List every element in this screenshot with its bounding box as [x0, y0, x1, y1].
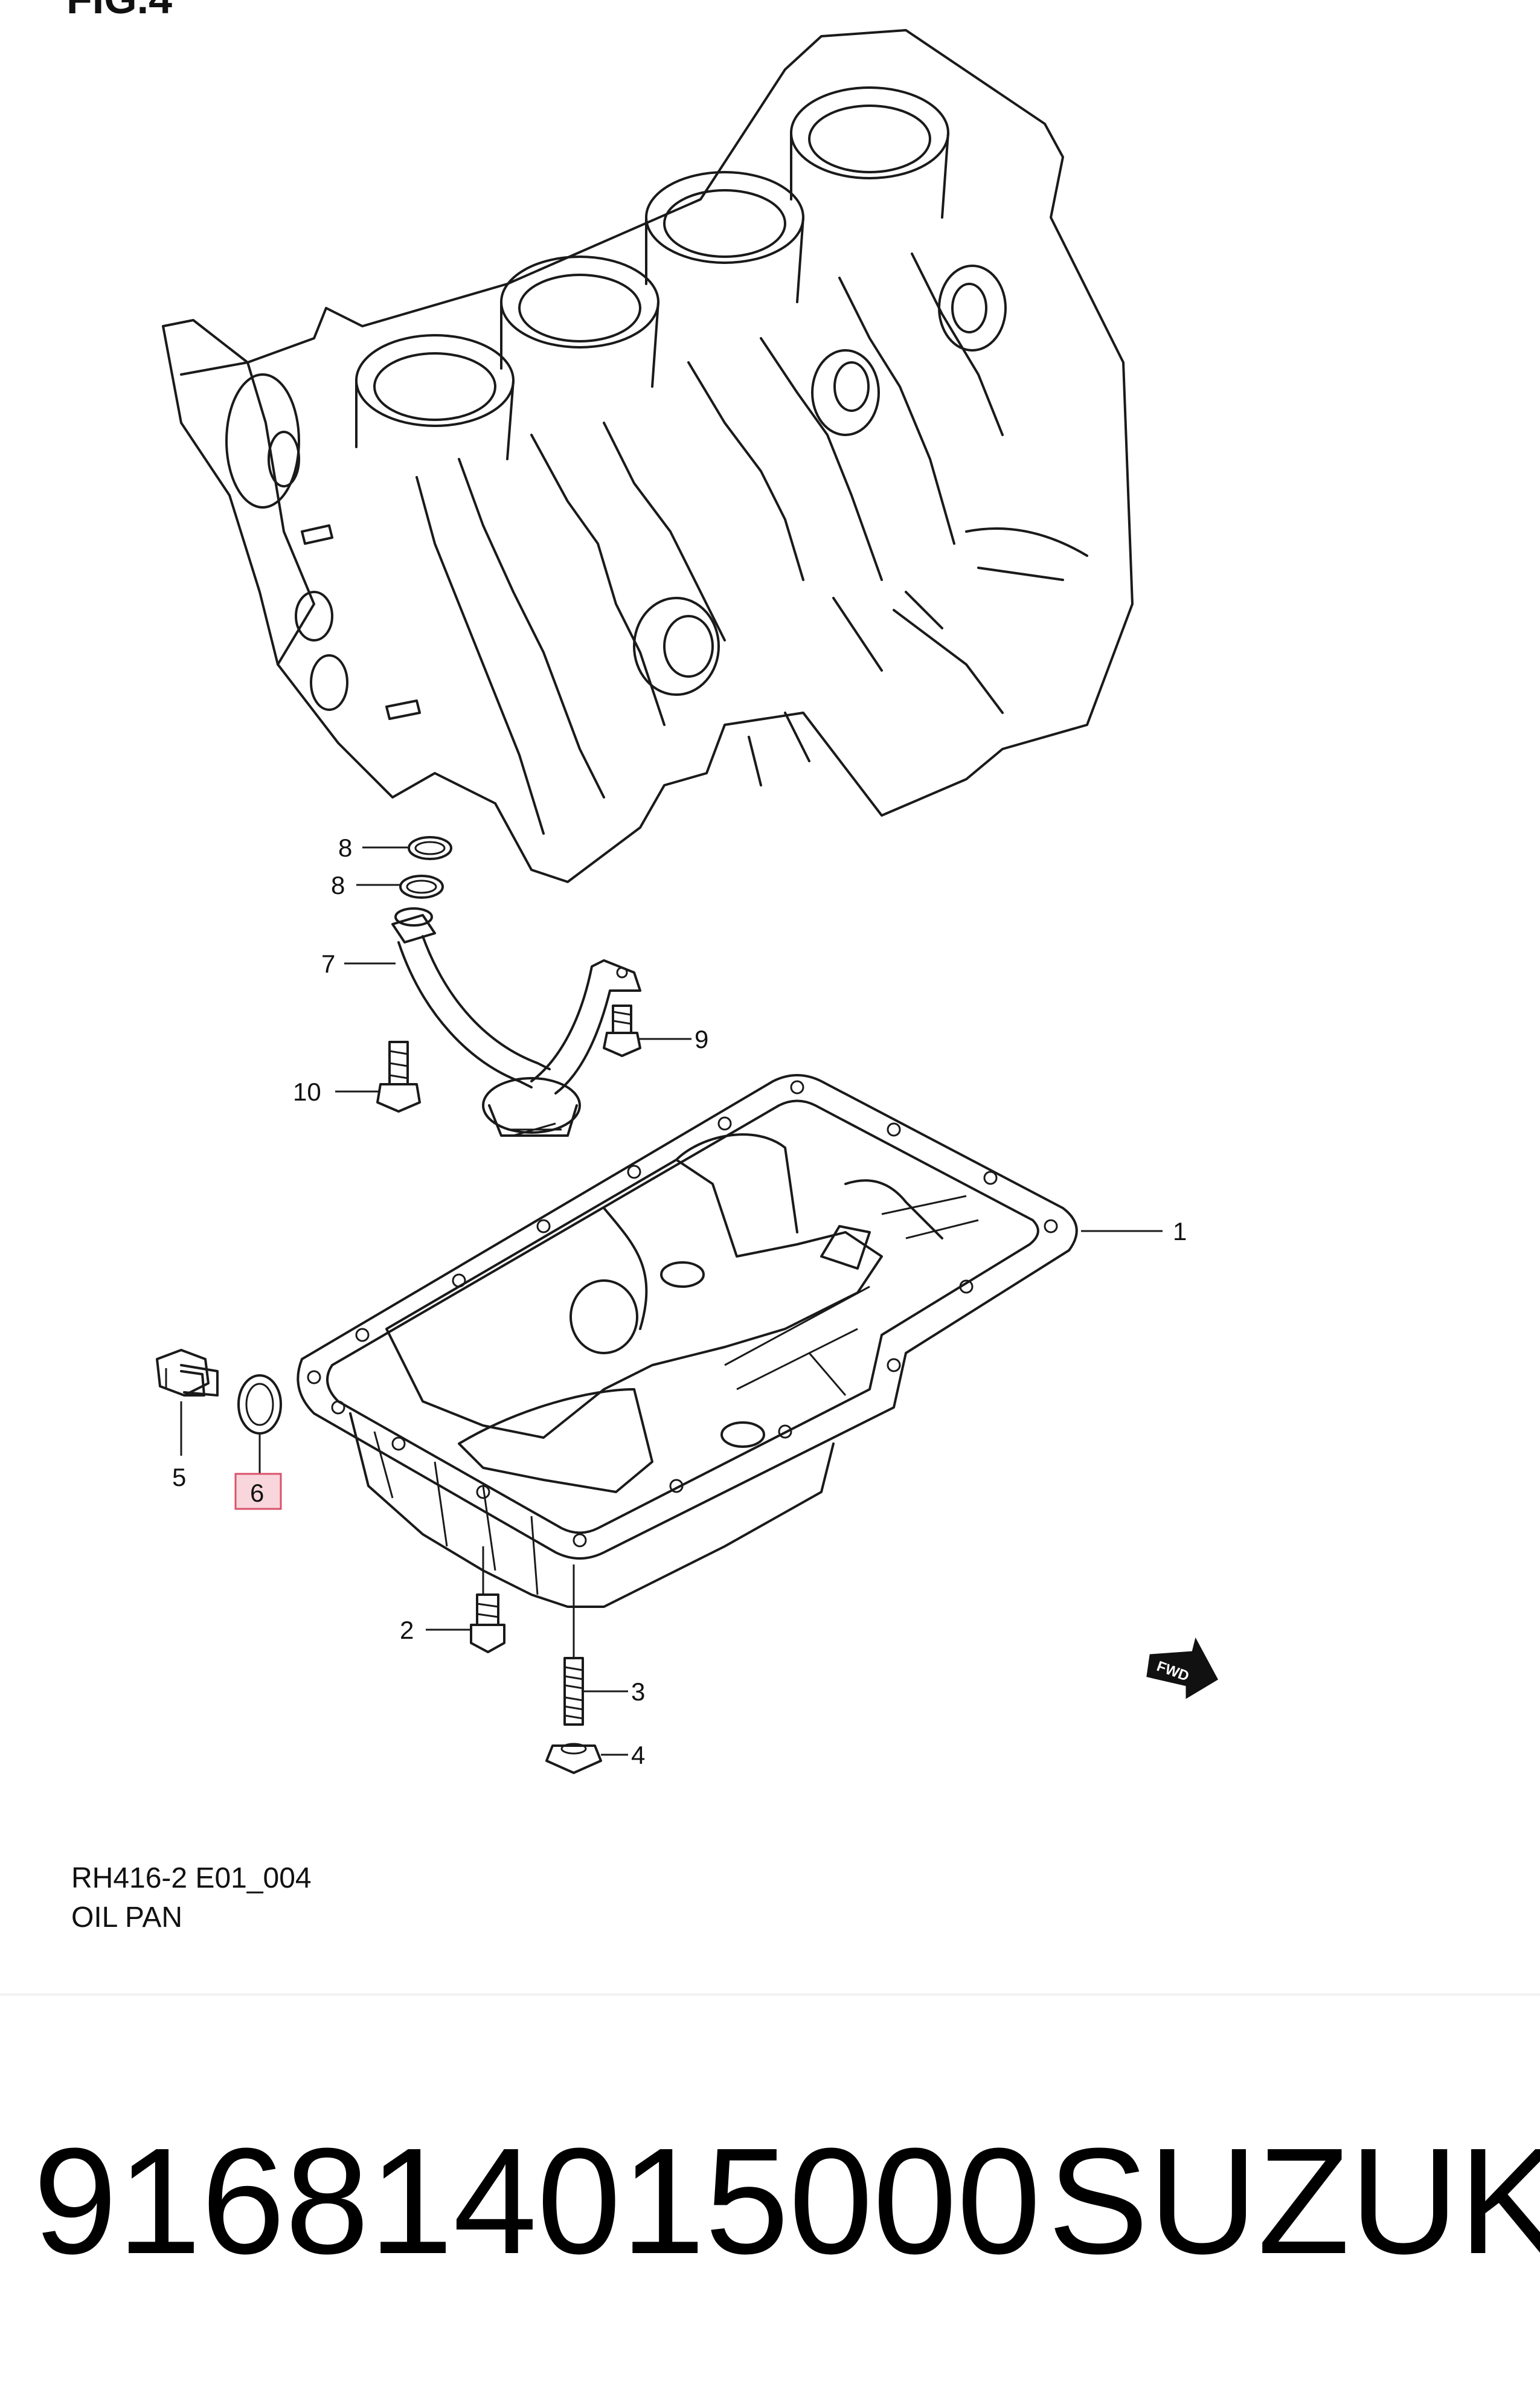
nut-4 [545, 1743, 602, 1774]
callout-5: 5 [172, 1463, 186, 1491]
callout-4: 4 [631, 1741, 645, 1769]
callout-7: 7 [321, 950, 335, 978]
bolt-9 [603, 1005, 641, 1057]
callout-8-upper: 8 [338, 834, 352, 862]
figure-label: FIG.4 [66, 0, 172, 22]
bolt-2 [470, 1593, 505, 1653]
callout-10: 10 [293, 1078, 321, 1106]
callout-labels: 8 8 7 9 10 1 5 6 2 3 4 [172, 834, 1187, 1769]
callout-9: 9 [695, 1025, 708, 1053]
drain-plug-gasket-6 [237, 1374, 282, 1435]
callout-1: 1 [1173, 1217, 1187, 1246]
callout-3: 3 [631, 1677, 645, 1706]
part-number: 916814015000 [33, 2117, 1041, 2285]
footer-divider [0, 1993, 1540, 1996]
callout-6-highlight [234, 1473, 282, 1510]
bolt-10 [376, 1041, 421, 1113]
stud-3 [563, 1657, 584, 1726]
brand-name: SUZUKI [1048, 2117, 1540, 2285]
figure-name: OIL PAN [71, 1902, 182, 1934]
drain-plug-5 [156, 1349, 219, 1397]
oil-pan-drawing [297, 1074, 1078, 1608]
callout-6: 6 [250, 1479, 264, 1507]
callout-2: 2 [400, 1616, 414, 1644]
leader-lines [180, 846, 1163, 1756]
engine-block-drawing [162, 29, 1134, 883]
forward-direction-arrow: FWD [1146, 1637, 1218, 1699]
figure-code: RH416-2 E01_004 [71, 1862, 312, 1894]
callout-8-lower: 8 [331, 871, 345, 899]
o-ring-8-lower [399, 875, 444, 899]
o-ring-8-upper [408, 836, 452, 860]
oil-strainer-pipe [391, 907, 641, 1137]
